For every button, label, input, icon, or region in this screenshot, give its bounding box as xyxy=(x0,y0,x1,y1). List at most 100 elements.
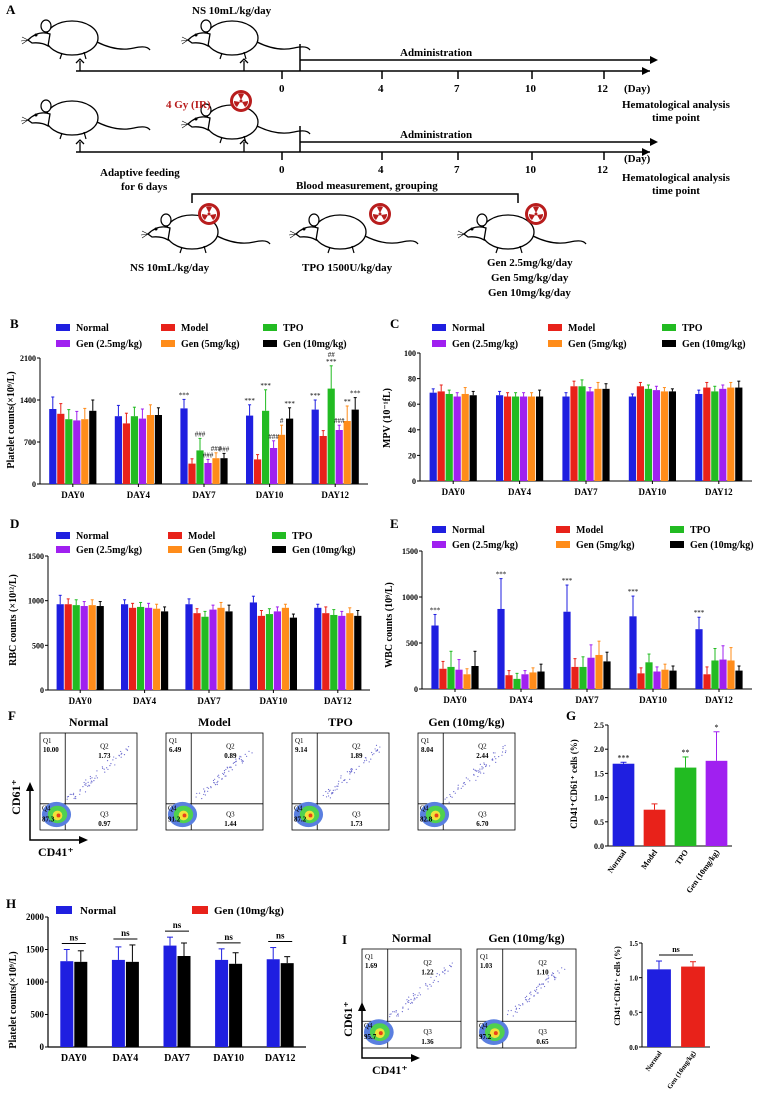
flow-event-dot xyxy=(536,989,538,991)
bar xyxy=(209,609,217,690)
flow-event-dot xyxy=(519,1004,521,1007)
x-tick-label: DAY12 xyxy=(265,1053,296,1064)
flow-event-dot xyxy=(478,771,480,773)
y-tick-label: 0 xyxy=(32,480,36,489)
flow-event-dot xyxy=(246,755,248,758)
flow-event-dot xyxy=(551,972,554,974)
flow-event-dot xyxy=(479,768,481,770)
flow-event-dot xyxy=(534,989,536,991)
flow-event-dot xyxy=(231,769,233,771)
bar xyxy=(513,678,521,689)
bar xyxy=(711,660,719,689)
x-tick-label: Normal xyxy=(644,1050,664,1073)
flow-event-dot xyxy=(225,768,227,771)
panel-letter: I xyxy=(342,932,347,947)
quadrant-name: Q1 xyxy=(365,953,374,961)
flow-event-dot xyxy=(425,984,427,986)
bar xyxy=(335,430,343,484)
flow-event-dot xyxy=(504,751,507,754)
bar xyxy=(695,629,703,689)
flow-event-dot xyxy=(90,782,92,784)
bar xyxy=(286,418,294,484)
flow-event-dot xyxy=(84,784,86,786)
flow-event-dot xyxy=(453,791,455,793)
flow-event-dot xyxy=(518,1004,520,1006)
bar xyxy=(225,611,233,690)
y-tick-label: 40 xyxy=(408,426,416,435)
legend-swatch xyxy=(56,340,70,347)
flow-event-dot xyxy=(91,777,93,779)
significance-label: ns xyxy=(224,932,233,942)
flow-event-dot xyxy=(401,1011,403,1013)
y-axis-label: CD41⁺CD61⁺ cells (%) xyxy=(569,739,579,829)
bar xyxy=(201,616,209,690)
flow-event-dot xyxy=(371,754,374,756)
bar xyxy=(121,604,129,690)
flow-event-dot xyxy=(91,781,93,783)
flow-event-dot xyxy=(327,795,330,797)
timeline-ticks-1 xyxy=(75,58,605,79)
panel-g: G CD41⁺CD61⁺ cells (%) 0.00.51.01.52.02.… xyxy=(566,708,732,895)
day-unit: (Day) xyxy=(624,83,651,95)
flow-event-dot xyxy=(528,999,530,1001)
radiation-icon xyxy=(230,90,252,112)
flow-event-dot xyxy=(419,994,422,996)
day-unit: (Day) xyxy=(624,153,651,165)
bar xyxy=(212,458,220,484)
y-tick-label: 0.5 xyxy=(594,818,604,827)
bar xyxy=(314,607,322,690)
flow-event-dot xyxy=(198,792,201,794)
bar xyxy=(278,434,286,484)
quadrant-value: 0.89 xyxy=(224,752,237,760)
flow-event-dot xyxy=(405,1003,407,1005)
flow-event-dot xyxy=(469,780,471,782)
quadrant-name: Q1 xyxy=(295,737,304,745)
legend-label: Normal xyxy=(452,525,485,536)
quadrant-name: Q3 xyxy=(226,810,235,818)
flow-event-dot xyxy=(336,785,338,787)
flow-event-dot xyxy=(365,757,367,759)
bar xyxy=(652,390,660,481)
flow-event-dot xyxy=(397,1015,399,1017)
flow-event-dot xyxy=(505,750,507,752)
significance-mark: *** xyxy=(326,358,337,366)
flow-event-dot xyxy=(446,797,448,799)
y-tick-label: 500 xyxy=(32,641,44,650)
flow-event-dot xyxy=(477,775,479,778)
flow-event-dot xyxy=(462,785,464,787)
bar xyxy=(96,606,104,690)
timeline-ticks-2 xyxy=(75,139,605,160)
bar xyxy=(512,396,520,481)
flow-event-dot xyxy=(126,749,128,751)
flow-plot-title: Gen (10mg/kg) xyxy=(428,715,504,729)
bar xyxy=(429,392,437,481)
significance-label: ns xyxy=(276,931,285,941)
bar xyxy=(668,391,676,481)
bar xyxy=(563,611,571,689)
flow-event-dot xyxy=(329,797,332,799)
flow-event-dot xyxy=(441,971,444,973)
significance-label: ns xyxy=(672,945,680,954)
flow-event-dot xyxy=(516,1011,518,1013)
rat-illustration xyxy=(20,19,151,60)
panel-a-letter: A xyxy=(6,2,16,17)
flow-density-peak xyxy=(56,813,61,818)
bar xyxy=(246,415,254,484)
flow-event-dot xyxy=(558,972,560,974)
panel-letter: H xyxy=(6,896,16,911)
flow-event-dot xyxy=(472,768,475,770)
y-tick-label: 80 xyxy=(408,375,416,384)
legend-swatch xyxy=(263,324,277,331)
flow-event-dot xyxy=(371,751,373,754)
flow-event-dot xyxy=(196,792,198,795)
flow-density-peak xyxy=(378,1031,383,1036)
y-tick-label: 0 xyxy=(414,685,418,694)
bar xyxy=(64,604,72,690)
bar xyxy=(469,395,477,481)
bar xyxy=(537,671,545,689)
flow-event-dot xyxy=(536,986,538,989)
quadrant-name: Q2 xyxy=(538,959,547,967)
flow-event-dot xyxy=(88,784,90,786)
significance-mark: ### xyxy=(203,451,214,459)
